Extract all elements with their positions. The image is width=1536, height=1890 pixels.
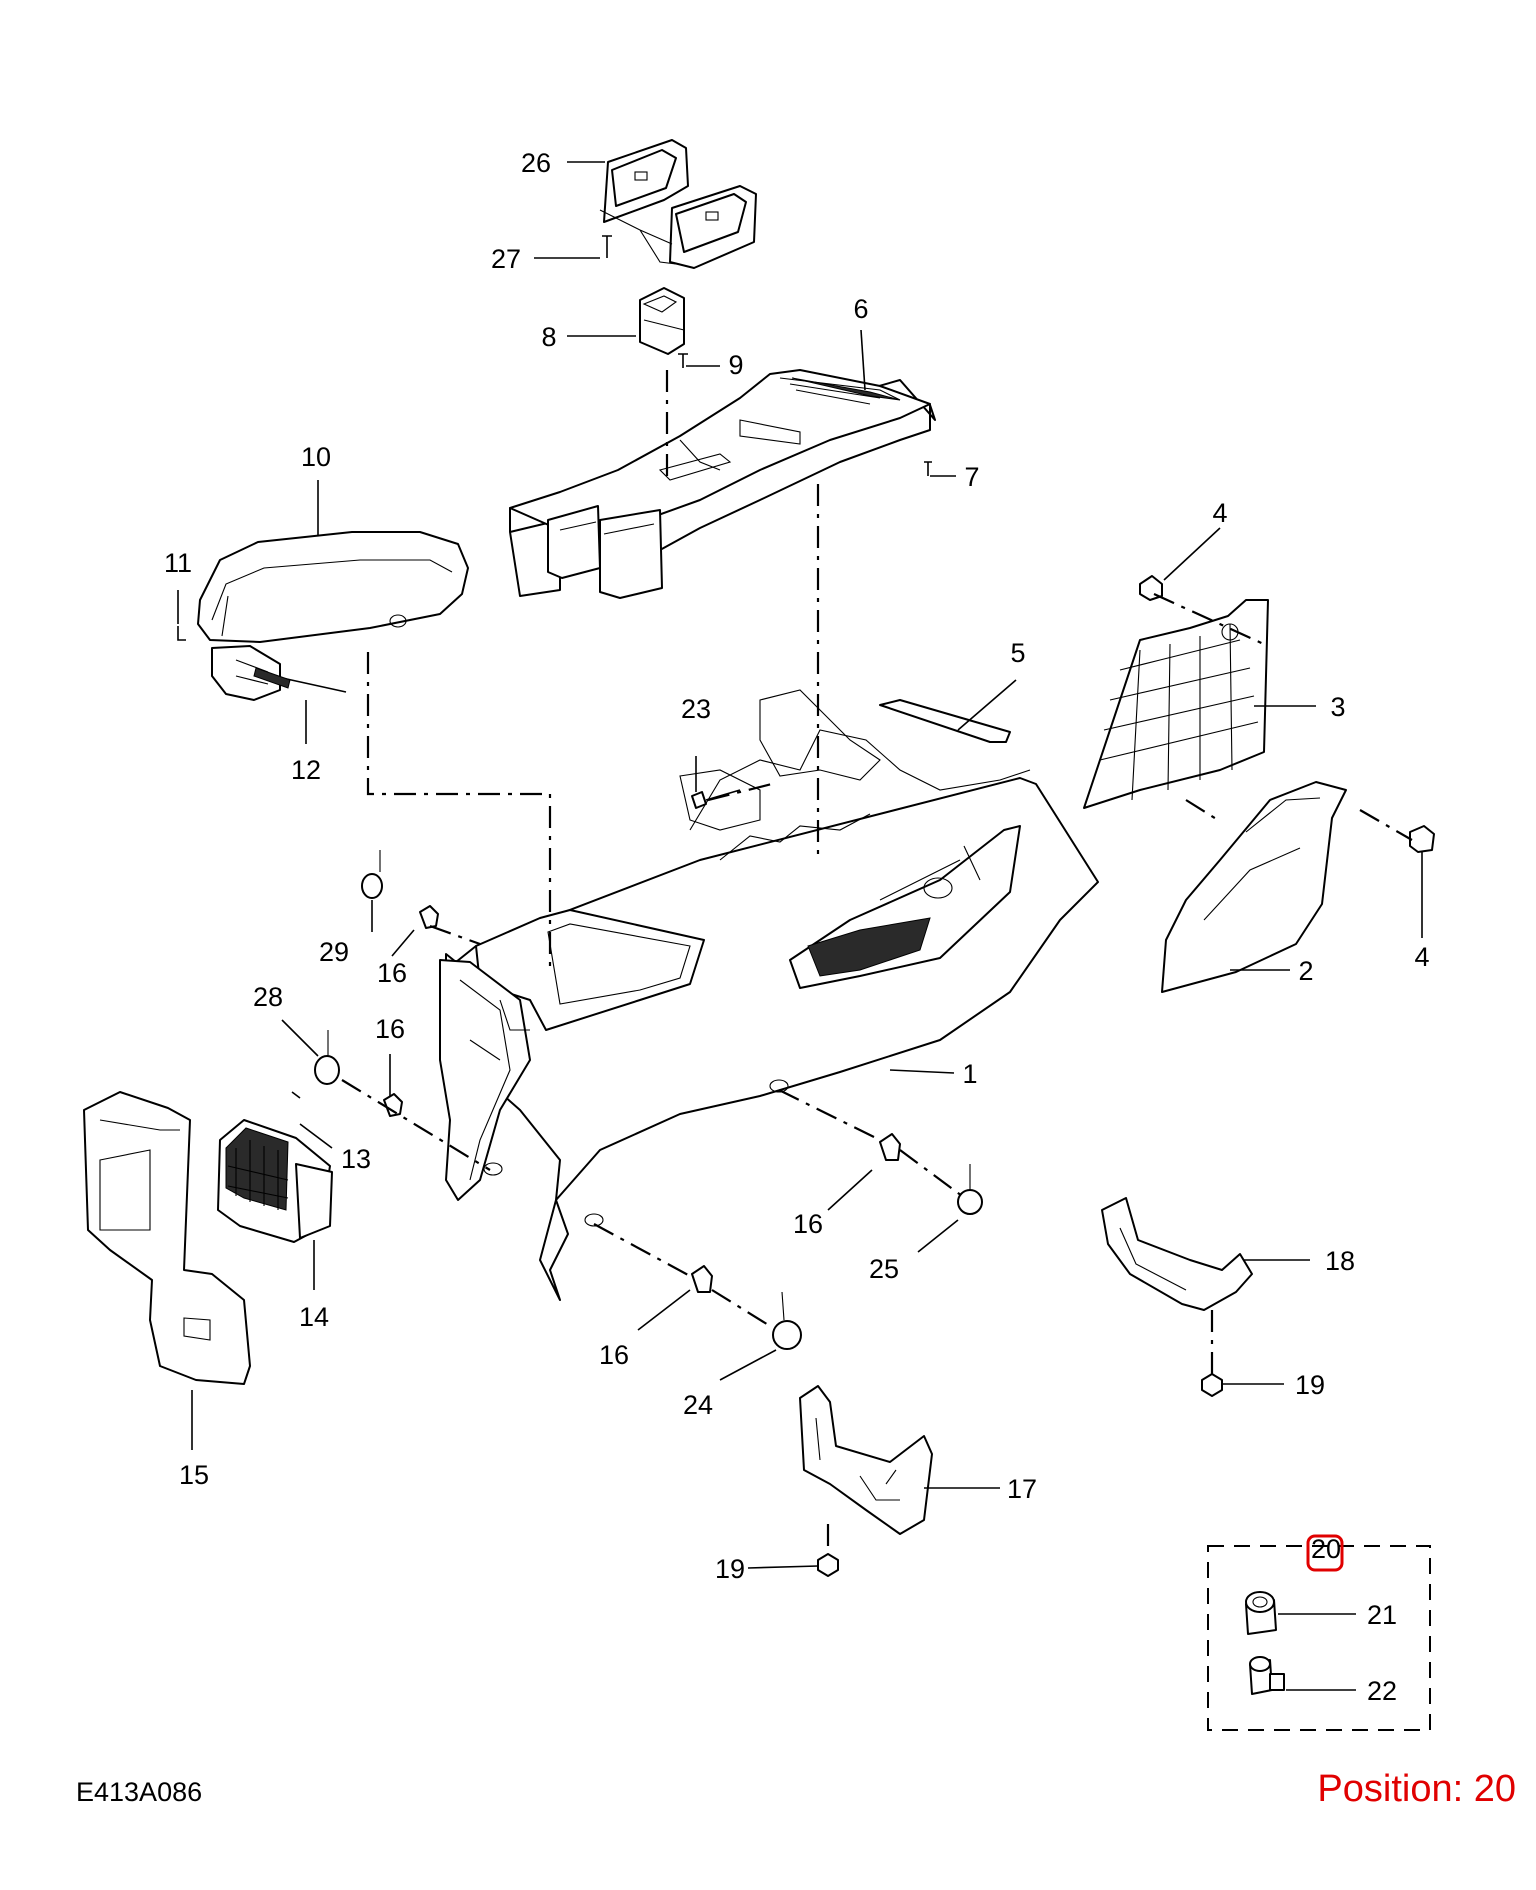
- part-13-screw: [291, 1091, 301, 1099]
- callout-15: 15: [179, 1460, 209, 1490]
- callout-17: 17: [1007, 1474, 1037, 1504]
- callout-19-upper: 19: [1295, 1370, 1325, 1400]
- part-3-side-panel: [1083, 599, 1269, 809]
- part-7-clip: [924, 461, 932, 476]
- callout-22: 22: [1367, 1676, 1397, 1706]
- part-16-screw-c: [879, 1133, 901, 1161]
- callout-18: 18: [1325, 1246, 1355, 1276]
- selected-callout-highlight: [1306, 1534, 1344, 1572]
- part-8-switch: [639, 287, 685, 355]
- callout-24: 24: [683, 1390, 713, 1420]
- part-22-socket-connector: [1249, 1656, 1285, 1695]
- callout-16-b: 16: [375, 1014, 405, 1044]
- part-5-trim-strip: [879, 699, 1011, 743]
- part-4-clip-lower: [1409, 825, 1435, 853]
- callout-1: 1: [962, 1059, 977, 1089]
- callout-5: 5: [1010, 638, 1025, 668]
- callout-7: 7: [964, 462, 979, 492]
- diagram-code: E413A086: [76, 1777, 203, 1807]
- part-25-plug: [957, 1164, 983, 1215]
- part-16-screw-d: [691, 1265, 713, 1293]
- callout-4-lower: 4: [1414, 942, 1429, 972]
- leader-lines: [177, 161, 1423, 1691]
- part-20-power-point-kit: [1207, 1545, 1431, 1731]
- part-14-air-vent: [217, 1119, 333, 1243]
- position-label: Position: 20: [1317, 1768, 1516, 1810]
- callout-28: 28: [253, 982, 283, 1012]
- part-16-screw-a: [419, 905, 439, 929]
- callout-29: 29: [319, 937, 349, 967]
- callout-2: 2: [1298, 956, 1313, 986]
- callout-16-d: 16: [599, 1340, 629, 1370]
- callout-19-lower: 19: [715, 1554, 745, 1584]
- part-6-console-top-panel: [509, 369, 936, 599]
- part-28-plug: [314, 1030, 340, 1085]
- callout-9: 9: [728, 350, 743, 380]
- callout-8: 8: [541, 322, 556, 352]
- part-27-screw: [602, 235, 612, 258]
- callout-12: 12: [291, 755, 321, 785]
- callout-23: 23: [681, 694, 711, 724]
- callout-20: 20: [1311, 1534, 1341, 1564]
- callout-16-a: 16: [377, 958, 407, 988]
- part-21-power-socket: [1245, 1591, 1277, 1635]
- part-29-plug: [361, 850, 383, 899]
- part-16-screw-b: [383, 1093, 403, 1117]
- part-15-trim-panel: [83, 1091, 251, 1385]
- part-9-screw: [678, 353, 688, 368]
- part-11-screw: [177, 626, 186, 641]
- part-1-floor-console: [439, 689, 1099, 1301]
- callout-27: 27: [491, 244, 521, 274]
- callout-6: 6: [853, 294, 868, 324]
- callout-14: 14: [299, 1302, 329, 1332]
- callout-25: 25: [869, 1254, 899, 1284]
- part-12-hinge-pin: [253, 667, 347, 693]
- part-19-nut-upper: [1201, 1373, 1223, 1397]
- callout-4-upper: 4: [1212, 498, 1227, 528]
- callout-11: 11: [164, 548, 192, 578]
- part-2-side-panel: [1161, 781, 1347, 993]
- callout-16-c: 16: [793, 1209, 823, 1239]
- part-18-bracket: [1101, 1197, 1253, 1311]
- callout-3: 3: [1330, 692, 1345, 722]
- callout-26: 26: [521, 148, 551, 178]
- part-17-bracket: [799, 1385, 933, 1535]
- assembly-lines: [341, 370, 1413, 1554]
- callout-21: 21: [1367, 1600, 1397, 1630]
- part-26-seat-switches: [599, 139, 757, 269]
- callout-10: 10: [301, 442, 331, 472]
- part-10-armrest-lid: [197, 531, 469, 701]
- callouts: 26 27 8 9 6 7 10 11 12 23 5 4 3 4 2 1 29…: [164, 148, 1430, 1706]
- part-19-nut-lower: [817, 1553, 839, 1577]
- part-24-plug: [772, 1291, 802, 1350]
- callout-13: 13: [341, 1144, 371, 1174]
